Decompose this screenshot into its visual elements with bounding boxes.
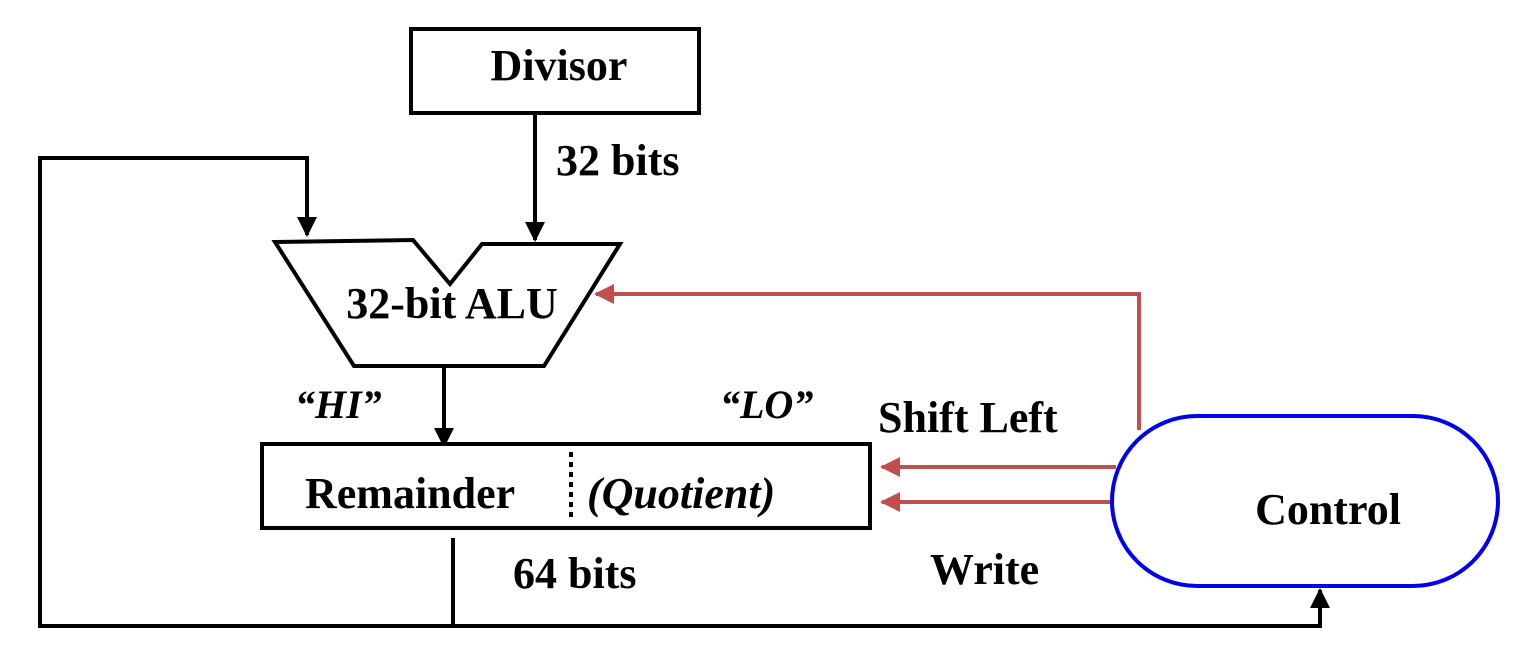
alu-control-signal — [594, 284, 1141, 430]
divisor-register — [409, 27, 701, 115]
remainder-register — [260, 442, 872, 530]
remainder-label: Remainder — [305, 469, 515, 518]
divisor-width-label: 32 bits — [556, 136, 679, 185]
shift-left-label: Shift Left — [878, 393, 1058, 442]
lo-label: “LO” — [720, 382, 813, 427]
control-label: Control — [1255, 485, 1401, 534]
hi-label: “HI” — [295, 382, 382, 427]
remainder-feedback-wire — [38, 156, 455, 628]
remainder-to-control-wire — [453, 588, 1330, 628]
divisor-label: Divisor — [491, 41, 628, 90]
alu-unit — [271, 237, 624, 368]
control-unit — [1110, 414, 1500, 588]
remainder-width-label: 64 bits — [513, 549, 636, 598]
quotient-label: (Quotient) — [587, 469, 775, 518]
write-label: Write — [930, 545, 1039, 594]
alu-label: 32-bit ALU — [346, 279, 557, 328]
